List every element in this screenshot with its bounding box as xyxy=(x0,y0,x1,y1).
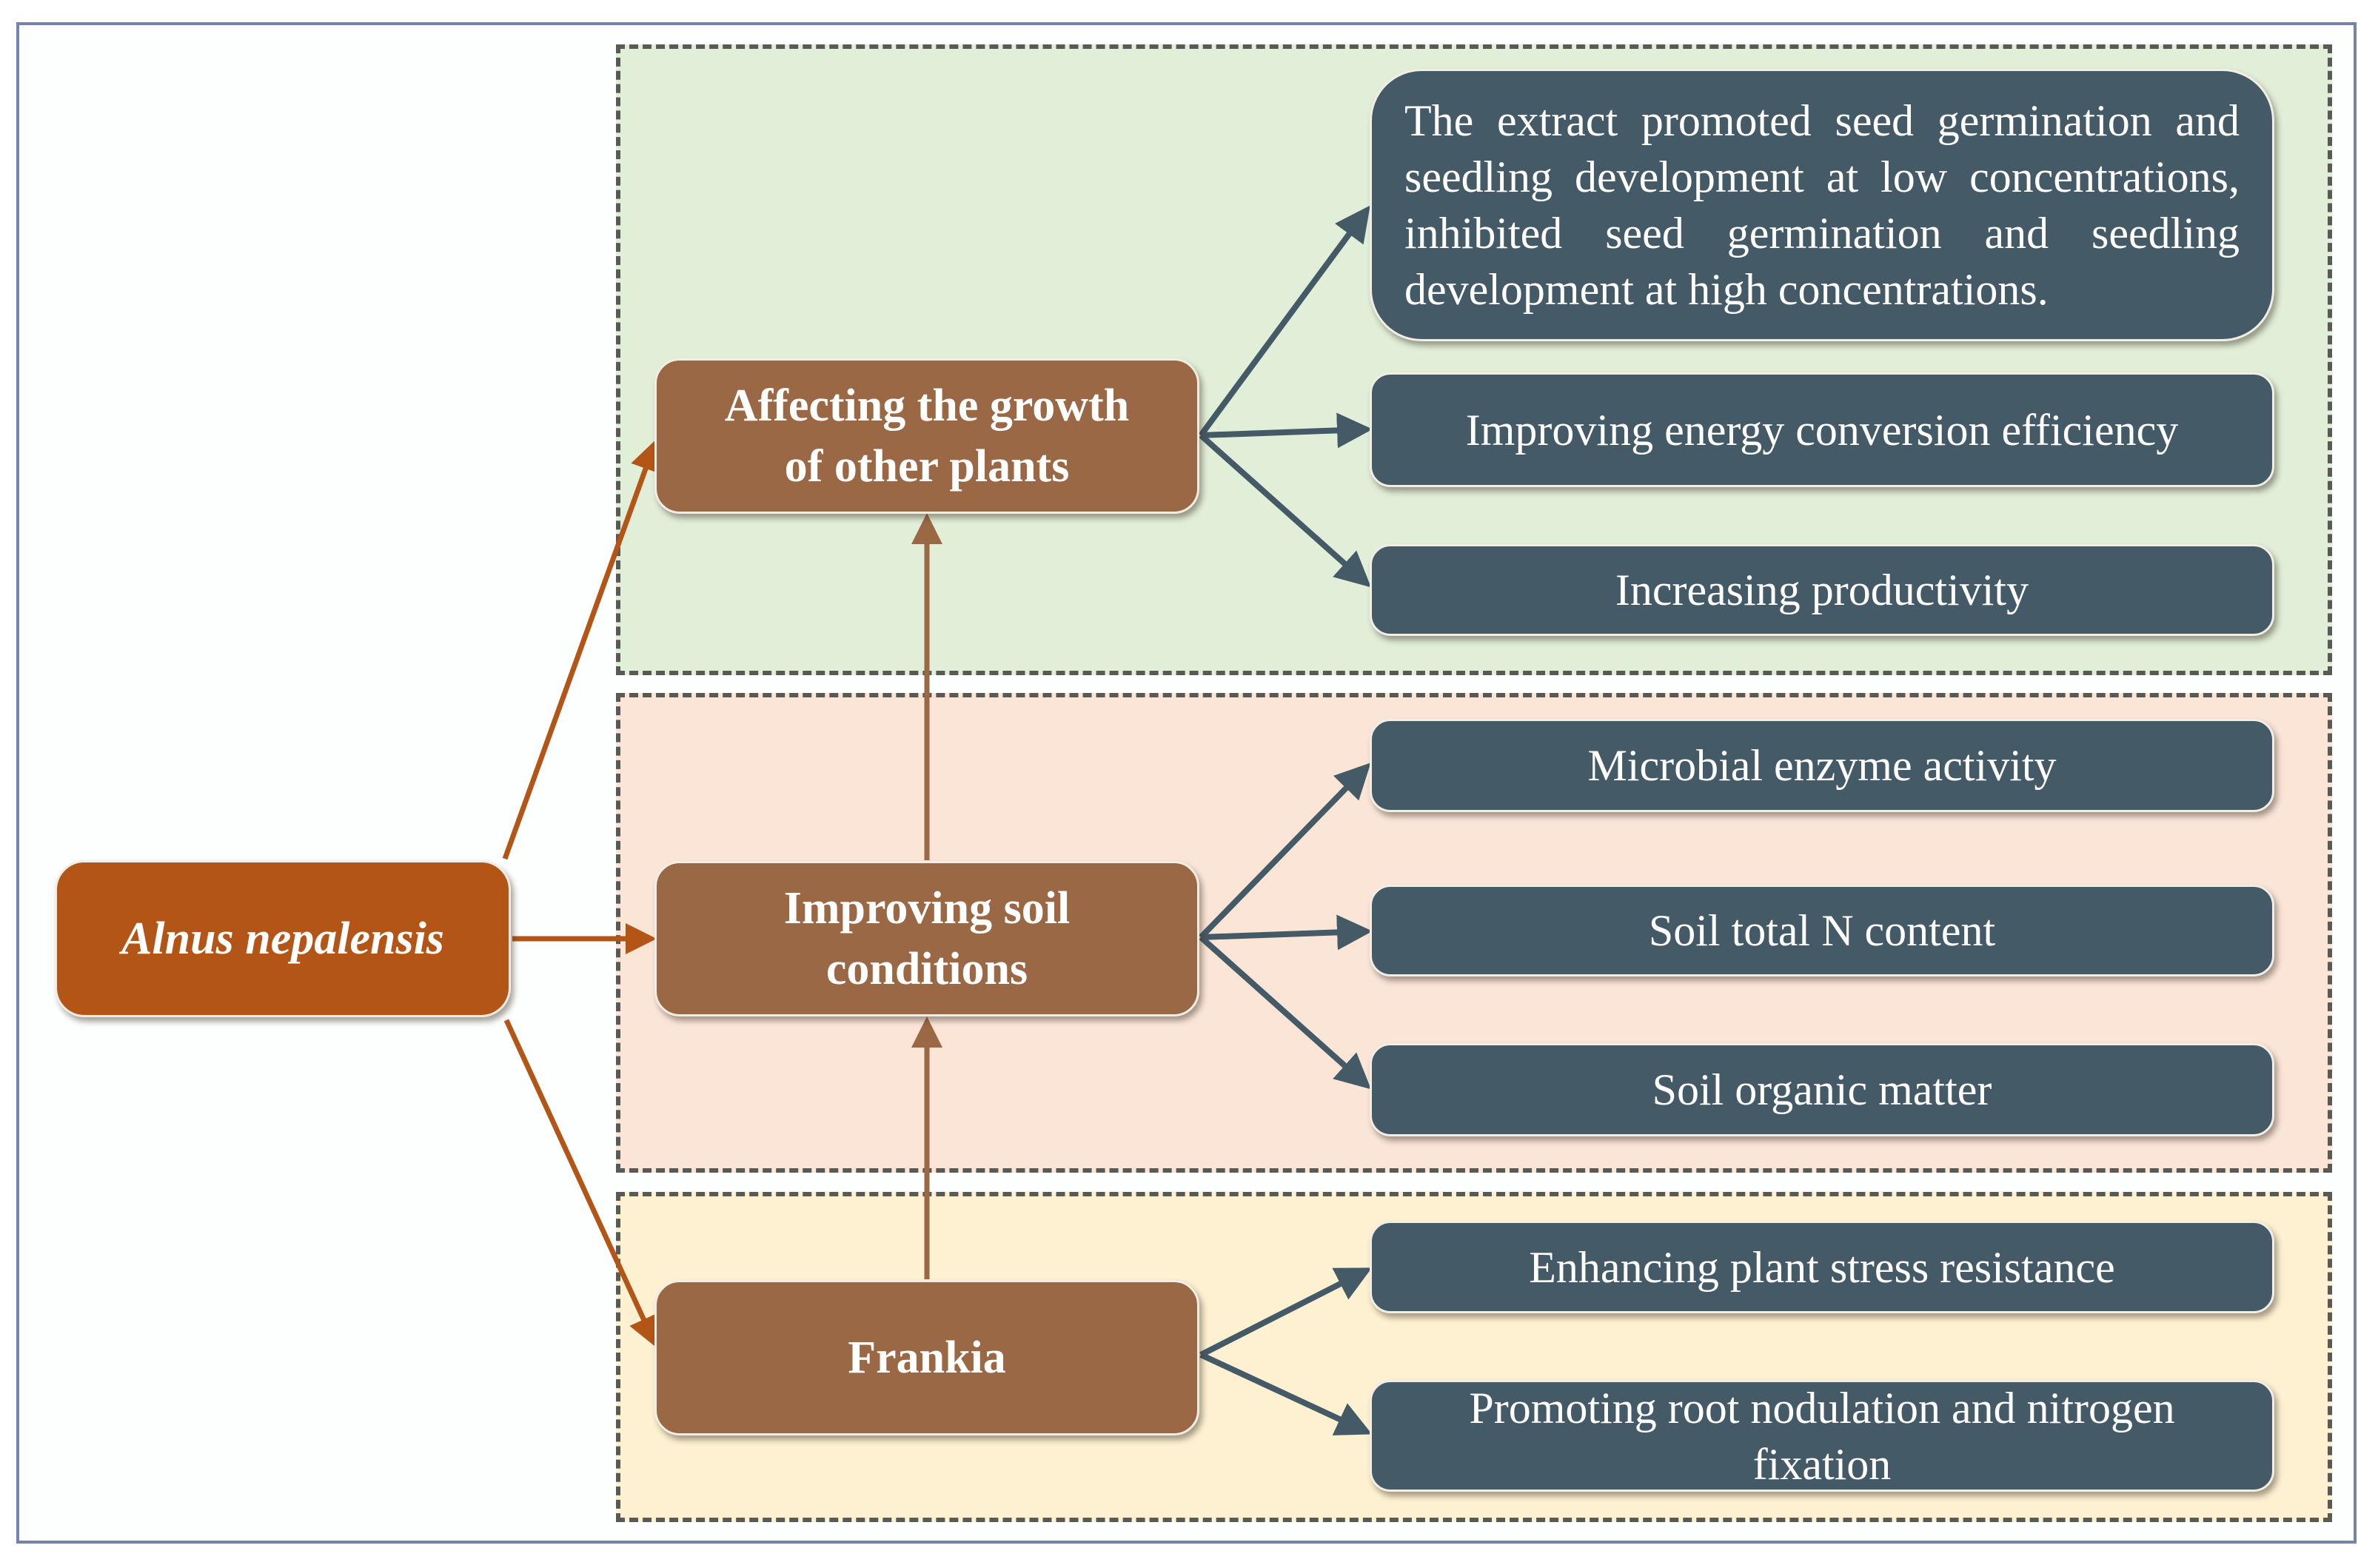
effect-label: Improving energy conversion efficiency xyxy=(1465,405,2179,455)
effect-label: Increasing productivity xyxy=(1615,566,2029,614)
effect-node-root-nodulation: Promoting root nodulation and nitrogen f… xyxy=(1370,1380,2274,1492)
effect-node-productivity: Increasing productivity xyxy=(1370,544,2274,636)
category-node-soil-conditions: Improving soil conditions xyxy=(654,861,1199,1016)
root-node-alnus-nepalensis: Alnus nepalensis xyxy=(55,860,511,1017)
effect-node-stress-resistance: Enhancing plant stress resistance xyxy=(1370,1221,2274,1313)
effect-label: The extract promoted seed germination an… xyxy=(1404,96,2240,314)
category-node-frankia: Frankia xyxy=(654,1280,1199,1435)
effect-node-energy-conversion: Improving energy conversion efficiency xyxy=(1370,372,2274,487)
effect-node-soil-organic-matter: Soil organic matter xyxy=(1370,1043,2274,1136)
effect-label: Soil organic matter xyxy=(1652,1065,1992,1114)
effect-label: Enhancing plant stress resistance xyxy=(1529,1242,2115,1292)
effect-label: Microbial enzyme activity xyxy=(1587,741,2057,790)
effect-node-microbial-enzyme: Microbial enzyme activity xyxy=(1370,719,2274,812)
root-label: Alnus nepalensis xyxy=(121,913,444,964)
effect-node-soil-total-n: Soil total N content xyxy=(1370,885,2274,976)
category-label: Frankia xyxy=(848,1333,1006,1383)
effect-node-extract-germination: The extract promoted seed germination an… xyxy=(1370,69,2274,341)
category-label: Improving soil conditions xyxy=(783,883,1071,994)
category-node-plant-growth: Affecting the growth of other plants xyxy=(654,358,1199,514)
effect-label: Soil total N content xyxy=(1648,906,1996,955)
category-label: Affecting the growth of other plants xyxy=(724,381,1130,492)
effect-label: Promoting root nodulation and nitrogen f… xyxy=(1469,1383,2175,1489)
